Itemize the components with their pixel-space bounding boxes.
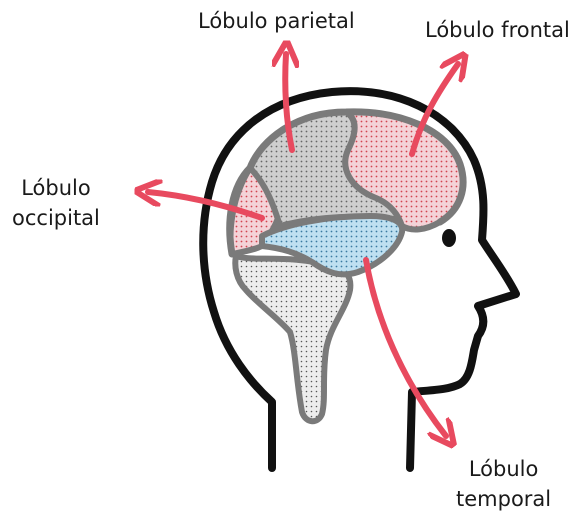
label-occipital: Lóbulo occipital (12, 173, 100, 233)
arrow-temporal (366, 260, 446, 436)
label-parietal: Lóbulo parietal (198, 6, 355, 36)
label-temporal: Lóbulo temporal (456, 454, 551, 514)
label-frontal: Lóbulo frontal (425, 15, 570, 45)
label-frontal-text: Lóbulo frontal (425, 15, 570, 45)
label-temporal-line1: Lóbulo (456, 454, 551, 484)
label-parietal-text: Lóbulo parietal (198, 6, 355, 36)
eye (442, 229, 456, 247)
label-occipital-line1: Lóbulo (12, 173, 100, 203)
label-occipital-line2: occipital (12, 203, 100, 233)
cerebellum-brainstem (235, 256, 350, 421)
label-temporal-line2: temporal (456, 484, 551, 514)
